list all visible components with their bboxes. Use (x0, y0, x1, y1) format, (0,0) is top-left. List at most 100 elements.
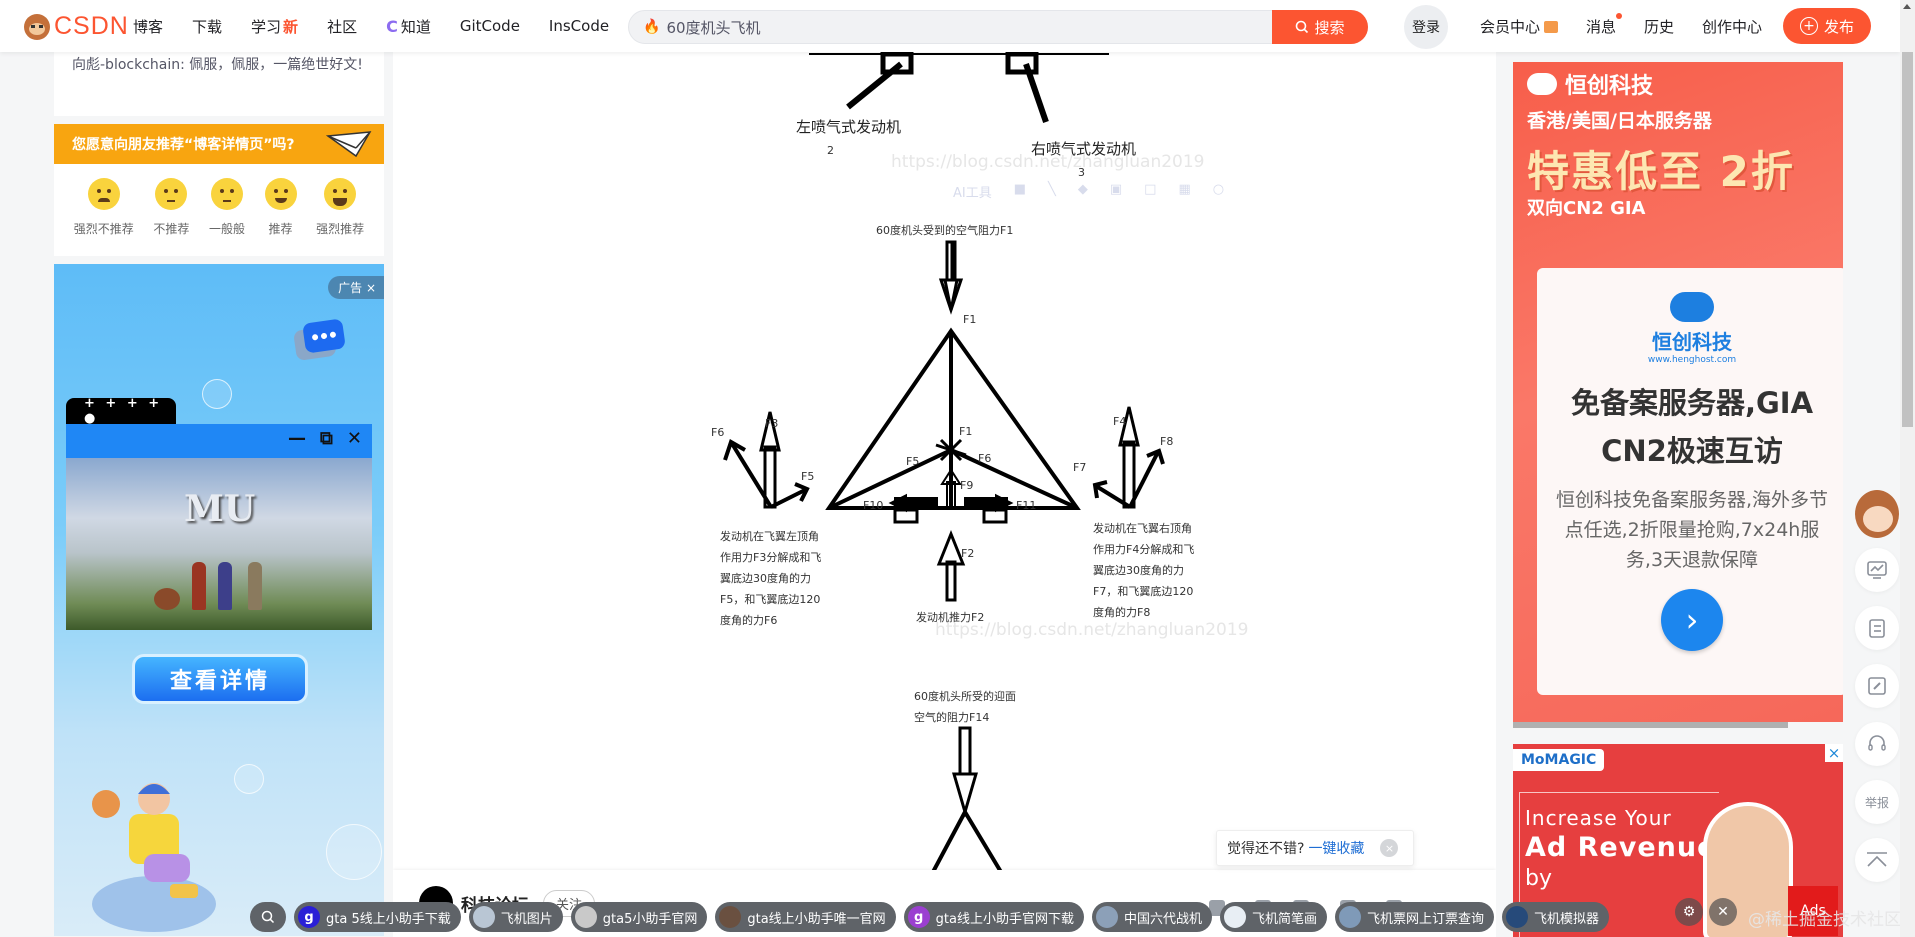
view-details-button[interactable]: 查看详情 (132, 654, 308, 704)
watermark: https://blog.csdn.net/zhangluan2019 (935, 620, 1249, 640)
rating-neutral[interactable]: 一般般 (209, 178, 245, 246)
nav-label: 社区 (327, 17, 358, 36)
vip-center-link[interactable]: 会员中心 (1480, 16, 1559, 37)
note-line: 翼底边30度角的力 (1093, 564, 1184, 577)
close-icon[interactable]: ✕ (1709, 898, 1737, 926)
force-diagram-svg (723, 52, 1165, 874)
gear-icon[interactable]: ⚙ (1675, 898, 1703, 926)
ad-label[interactable]: 广告 × (328, 276, 384, 299)
nav-gitcode[interactable]: GitCode (460, 17, 520, 35)
layout-icon[interactable]: ▦ (1178, 182, 1191, 197)
write-button[interactable] (1855, 664, 1899, 708)
ai-tools-button[interactable]: AI工具 (953, 186, 992, 201)
edit-icon[interactable]: ■ (1013, 182, 1027, 197)
one-click-collect-link[interactable]: 一键收藏 (1308, 841, 1365, 857)
force-label: F5 (801, 470, 815, 483)
close-icon[interactable]: × (365, 281, 376, 295)
back-to-top-button[interactable] (1855, 838, 1899, 882)
scroll-up-arrow-icon[interactable] (1903, 4, 1911, 9)
rating-strongly-not[interactable]: 强烈不推荐 (74, 178, 134, 246)
history-link[interactable]: 历史 (1644, 16, 1674, 37)
related-search-chip[interactable]: gta线上小助手唯一官网 (715, 902, 896, 932)
nav-label: InsCode (548, 17, 610, 35)
f14-caption: 60度机头所受的迎面 空气的阻力F14 (914, 686, 1016, 728)
related-search-chip[interactable]: 飞机票网上订票查询 (1335, 902, 1495, 932)
search-input[interactable] (666, 18, 1227, 36)
nav-download[interactable]: 下载 (192, 16, 222, 37)
force-label: F2 (961, 547, 975, 560)
messages-link[interactable]: 消息 (1586, 12, 1623, 37)
related-search-chip[interactable]: 中国六代战机 (1092, 902, 1213, 932)
creator-center-link[interactable]: 创作中心 (1702, 16, 1762, 37)
right-hosting-ad[interactable]: 恒创科技 香港/美国/日本服务器 特惠低至 2折 双向CN2 GIA 恒创科技 … (1513, 62, 1843, 722)
unread-dot (1616, 12, 1623, 19)
chip-label: gta线上小助手唯一官网 (747, 911, 886, 927)
login-button[interactable]: 登录 (1404, 5, 1448, 49)
chevron-right-button[interactable]: › (1661, 589, 1723, 651)
link-label: 消息 (1586, 17, 1617, 36)
scrollbar-thumb[interactable] (1902, 52, 1913, 427)
image-icon[interactable]: ▣ (1109, 182, 1123, 197)
chip-thumbnail-icon (574, 906, 597, 928)
note-line: 度角的力F6 (720, 614, 778, 627)
left-game-ad[interactable]: 广告 × + + + + ● —⧉✕ MU 查看详情 (54, 264, 384, 936)
link-label: 历史 (1644, 17, 1675, 36)
rating-not[interactable]: 不推荐 (153, 178, 189, 246)
recommend-survey: 您愿意向朋友推荐“博客详情页”吗? 强烈不推荐 不推荐 一般般 推荐 强烈推荐 (54, 124, 384, 256)
search-icon (261, 910, 275, 924)
chart-monitor-icon (1867, 561, 1887, 579)
mascot-avatar[interactable] (1855, 490, 1899, 538)
related-search-button[interactable] (250, 902, 286, 932)
nav-community[interactable]: 社区 (327, 16, 357, 37)
related-search-chip[interactable]: 飞机简笔画 (1220, 902, 1328, 932)
force-label: F3 (765, 417, 779, 430)
more-icon[interactable]: ○ (1212, 182, 1225, 197)
related-search-chip[interactable]: gta5小助手官网 (570, 902, 708, 932)
force-label: F6 (711, 426, 725, 439)
ad-scrollbar[interactable] (1513, 722, 1788, 728)
publish-button[interactable]: + 发布 (1783, 8, 1871, 44)
ad-text-2: Ad Revenue (1525, 832, 1717, 863)
report-button[interactable]: 举报 (1855, 780, 1899, 824)
ad-line3: 双向CN2 GIA (1527, 198, 1646, 219)
trend-button[interactable] (1855, 548, 1899, 592)
rating-strongly-recommend[interactable]: 强烈推荐 (316, 178, 364, 246)
chip-label: gta5小助手官网 (602, 911, 698, 927)
image-toolbar: AI工具 ■ ╲ ◆ ▣ □ ▦ ○ (953, 182, 1224, 201)
chip-thumbnail-icon (472, 906, 495, 928)
csdn-logo[interactable]: CSDN (24, 12, 129, 41)
page-scrollbar[interactable] (1900, 0, 1915, 937)
recommend-banner: 您愿意向朋友推荐“博客详情页”吗? (54, 124, 384, 164)
list-button[interactable] (1855, 606, 1899, 650)
eraser-icon[interactable]: ◆ (1077, 182, 1088, 197)
close-icon[interactable]: × (1825, 744, 1843, 762)
toolbar-links: 会员中心 消息 历史 创作中心 (1480, 0, 1790, 52)
search-box: 🔥 搜索 (628, 10, 1368, 44)
restore-icon: ⧉ (320, 428, 333, 449)
force-label: F10 (863, 499, 884, 512)
rating-recommend[interactable]: 推荐 (264, 178, 297, 246)
crop-icon[interactable]: □ (1144, 182, 1157, 197)
ads-badge: Ads (1788, 886, 1838, 936)
ad-tag-text: 广告 (338, 281, 363, 295)
ad-frame (1519, 792, 1719, 937)
nav-blog[interactable]: 博客 (133, 16, 163, 37)
paper-plane-icon (326, 131, 372, 158)
monkey-logo-icon (24, 13, 50, 40)
search-button[interactable]: 搜索 (1272, 10, 1368, 44)
close-icon[interactable]: × (1380, 839, 1399, 857)
nav-inscode[interactable]: InsCode (549, 17, 609, 35)
related-search-chip[interactable]: 飞机模拟器 (1502, 902, 1610, 932)
nav-learn[interactable]: 学习新 (251, 16, 298, 37)
customer-service-button[interactable] (1855, 722, 1899, 766)
related-search-chip[interactable]: 飞机图片 (468, 902, 563, 932)
pen-icon[interactable]: ╲ (1048, 182, 1056, 197)
search-icon (1296, 20, 1309, 34)
headset-icon (1868, 735, 1886, 751)
caption-line: 空气的阻力F14 (914, 711, 990, 724)
force-diagram-image[interactable]: 左喷气式发动机 2 右喷气式发动机 3 https://blog.csdn.ne… (393, 52, 1496, 874)
